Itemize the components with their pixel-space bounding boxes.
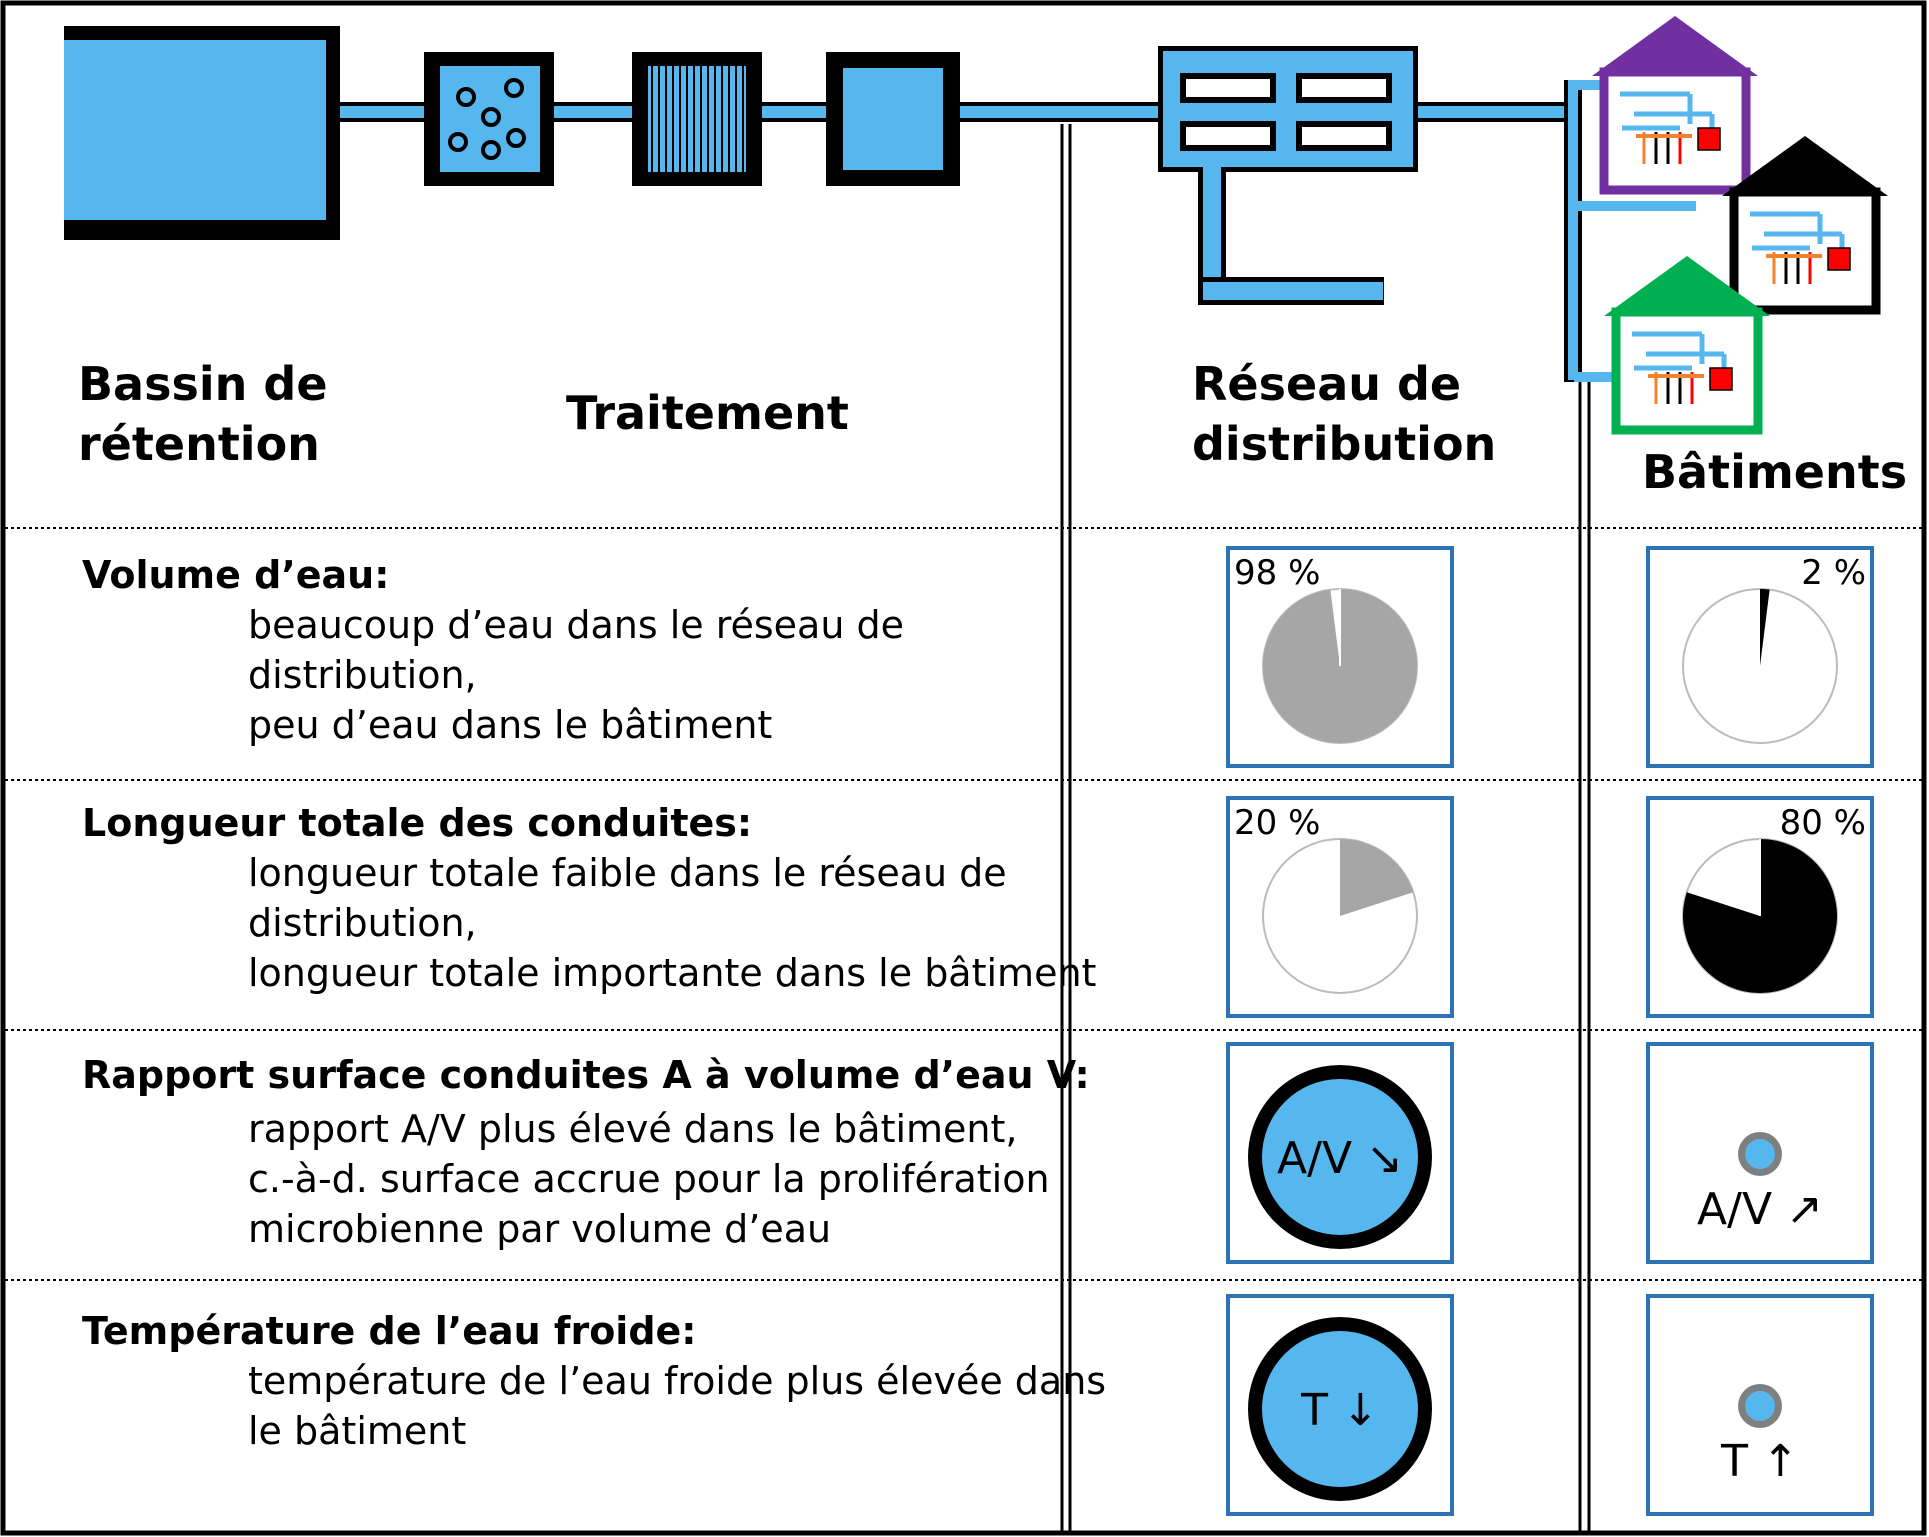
header-retention-basin-line2: rétention	[78, 417, 320, 471]
small-pipe-water	[1745, 1139, 1775, 1169]
house-roof	[1722, 136, 1888, 196]
row-separators	[5, 527, 1924, 1281]
pie-slice	[1340, 839, 1414, 916]
row-volume-line: peu d’eau dans le bâtiment	[248, 703, 773, 747]
row-length-line: longueur totale importante dans le bâtim…	[248, 951, 1097, 995]
filter-tank-icon	[424, 52, 554, 186]
house-wall	[1729, 187, 1881, 315]
row-temperature-description: température de l’eau froide plus élevée …	[248, 1356, 1106, 1456]
house-fixture	[1709, 367, 1733, 391]
house-icon-black	[1722, 136, 1888, 315]
house-roof	[1604, 256, 1770, 316]
building-indicator-cell: 80 %	[1646, 796, 1874, 1018]
building-indicator-cell: A/V ↗	[1646, 1042, 1874, 1264]
big-pipe-water	[1262, 1331, 1418, 1487]
row-ratio-line: microbienne par volume d’eau	[248, 1207, 832, 1251]
reservoir-tank-icon	[826, 52, 960, 186]
network-indicator-cell: T ↓	[1226, 1294, 1454, 1516]
building-indicator-cell: 2 %	[1646, 546, 1874, 768]
distribution-network-icon	[1158, 46, 1418, 305]
row-ratio-description: rapport A/V plus élevé dans le bâtiment,…	[248, 1104, 1050, 1254]
row-temperature-line: le bâtiment	[248, 1409, 467, 1453]
row-temperature-line: température de l’eau froide plus élevée …	[248, 1359, 1107, 1403]
big-pipe-water	[1262, 1079, 1418, 1235]
row-temperature-label: Température de l’eau froide:	[82, 1309, 697, 1353]
pie-slice	[1760, 589, 1770, 666]
header-distribution-network: Réseau de distribution	[1192, 354, 1496, 474]
row-volume-label: Volume d’eau:	[82, 553, 390, 597]
network-indicator-cell: 20 %	[1226, 796, 1454, 1018]
house-wall	[1611, 307, 1763, 435]
network-indicator-cell: 98 %	[1226, 546, 1454, 768]
house-fixture	[1827, 247, 1851, 271]
header-treatment: Traitement	[566, 386, 849, 440]
pie-percent-label: 80 %	[1780, 803, 1866, 843]
retention-basin-icon	[64, 26, 340, 240]
row-length-line: longueur totale faible dans le réseau de	[248, 851, 1007, 895]
header-distribution-network-line1: Réseau de	[1192, 357, 1462, 411]
pie-percent-label: 2 %	[1801, 553, 1866, 593]
row-ratio-line: rapport A/V plus élevé dans le bâtiment,	[248, 1107, 1018, 1151]
house-icon-green	[1604, 256, 1770, 435]
pipe-symbol-label: T ↓	[1300, 1385, 1379, 1436]
row-volume-line: beaucoup d’eau dans le réseau de	[248, 603, 905, 647]
column-dividers	[1060, 124, 1591, 1533]
house-roof	[1592, 16, 1758, 76]
row-ratio-line: c.-à-d. surface accrue pour la proliféra…	[248, 1157, 1050, 1201]
header-retention-basin-line1: Bassin de	[78, 357, 328, 411]
row-volume-description: beaucoup d’eau dans le réseau de distrib…	[248, 600, 904, 750]
small-pipe-water	[1745, 1391, 1775, 1421]
pie-percent-label: 20 %	[1234, 803, 1320, 843]
pipe-symbol-label: T ↑	[1720, 1436, 1799, 1487]
row-length-label: Longueur totale des conduites:	[82, 801, 753, 845]
header-retention-basin: Bassin de rétention	[78, 354, 328, 474]
header-buildings: Bâtiments	[1642, 445, 1908, 499]
house-wall	[1599, 67, 1751, 195]
row-ratio-label: Rapport surface conduites A à volume d’e…	[82, 1053, 1090, 1097]
pipe-symbol-label: A/V ↘	[1277, 1133, 1403, 1184]
row-volume-line: distribution,	[248, 653, 477, 697]
pipe-symbol-label: A/V ↗	[1697, 1184, 1823, 1235]
header-distribution-network-line2: distribution	[1192, 417, 1497, 471]
house-fixture	[1697, 127, 1721, 151]
pie-percent-label: 98 %	[1234, 553, 1320, 593]
row-length-line: distribution,	[248, 901, 477, 945]
membrane-filter-icon	[632, 52, 762, 186]
network-indicator-cell: A/V ↘	[1226, 1042, 1454, 1264]
house-icon-purple	[1592, 16, 1758, 195]
row-length-description: longueur totale faible dans le réseau de…	[248, 848, 1096, 998]
building-indicator-cell: T ↑	[1646, 1294, 1874, 1516]
building-feed-pipe	[1564, 80, 1696, 382]
